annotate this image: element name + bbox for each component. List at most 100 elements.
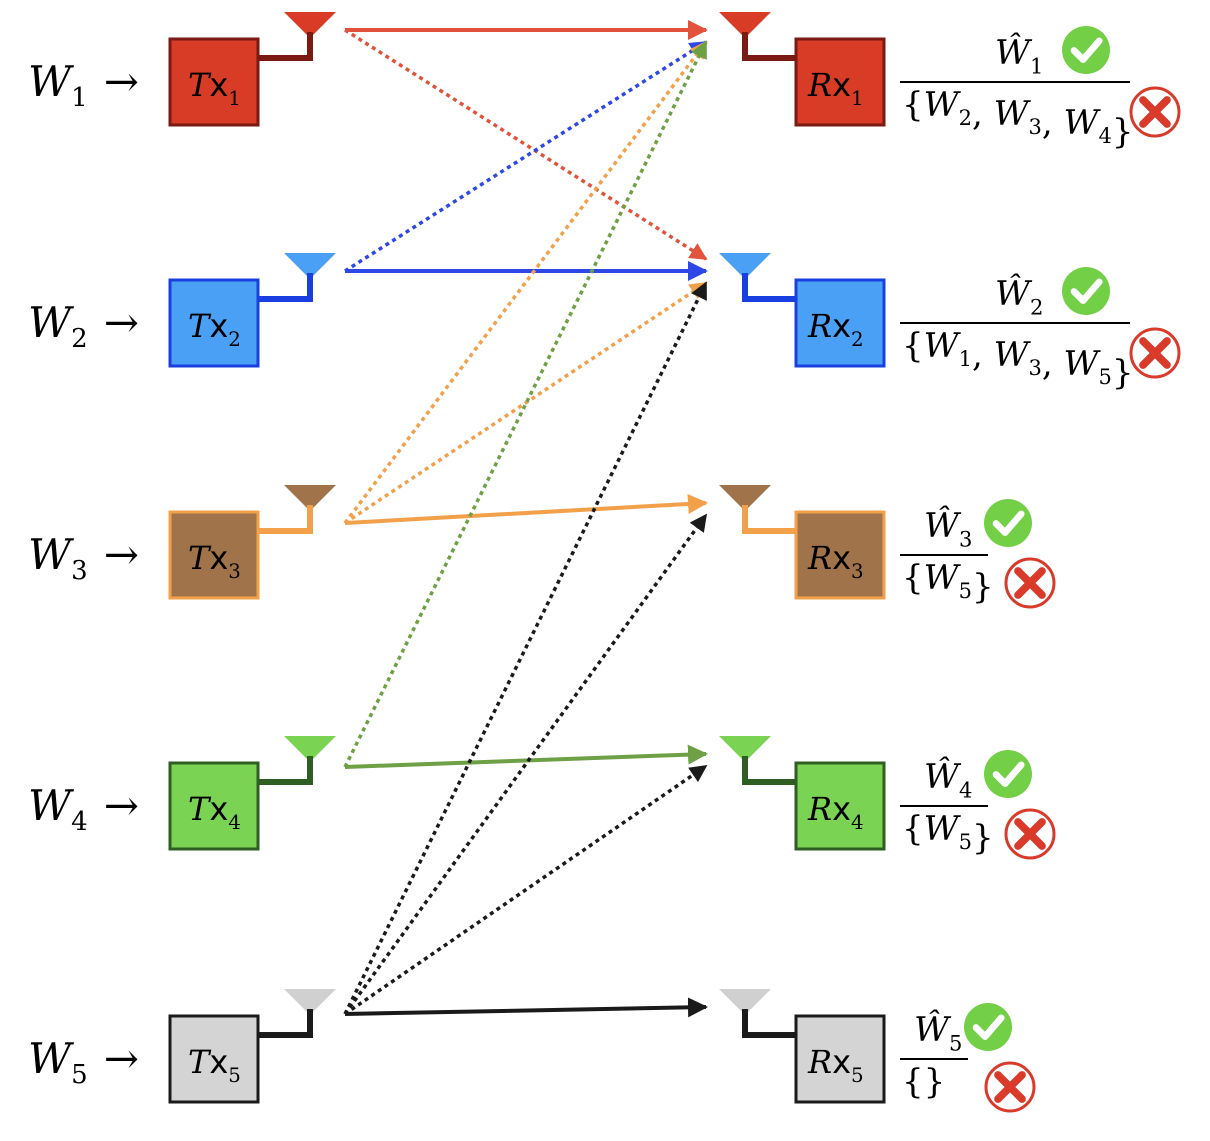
tx-label-4-base: T — [188, 790, 212, 828]
tx-antenna-3 — [258, 485, 336, 534]
decoded-label-5: Ŵ5 — [914, 1009, 962, 1056]
input-subscript: 1 — [71, 83, 88, 113]
rx-label-4-mid: x — [832, 790, 851, 828]
tx-label-4-mid: x — [209, 790, 228, 828]
set-close-brace: } — [924, 1062, 946, 1102]
rx-box-4 — [794, 761, 886, 851]
interference-set-5: {} — [902, 1062, 945, 1102]
tx-antenna-1 — [258, 12, 336, 61]
set-open-brace: { — [902, 85, 924, 125]
tx-antenna-5 — [258, 989, 336, 1038]
set-item-symbol: W — [924, 85, 962, 125]
antenna-icon — [284, 989, 336, 1015]
tx-box-2 — [168, 278, 260, 368]
tx-box-5 — [168, 1014, 260, 1104]
rx-label-1: Rx1 — [807, 66, 864, 110]
rx-label-1-sub: 1 — [851, 87, 864, 110]
link-tx3-rx2 — [344, 281, 708, 525]
decoded-label-4-base: Ŵ — [924, 756, 962, 797]
antenna-icon — [719, 12, 771, 38]
set-close-brace: } — [1112, 112, 1134, 152]
link-tx2-rx1 — [344, 40, 708, 273]
set-item-subscript: 2 — [959, 106, 972, 130]
rx-box-2 — [794, 278, 886, 368]
set-item-subscript: 3 — [1029, 115, 1042, 139]
right-arrow-icon: → — [104, 298, 139, 347]
tx-antenna-4-feed — [258, 756, 313, 785]
input-label-3: W3→ — [28, 530, 139, 586]
tx-label-5: Tx5 — [188, 1043, 241, 1087]
link-tx3-rx3 — [344, 494, 708, 525]
right-arrow-icon: → — [104, 1034, 139, 1083]
link-tx5-rx4 — [344, 764, 708, 1016]
tx-antenna-1-feed — [258, 32, 313, 61]
tx-label-3-sub: 3 — [228, 560, 241, 583]
antenna-icon — [284, 12, 336, 38]
input-subscript: 5 — [71, 1060, 88, 1090]
link-tx4-rx4 — [344, 744, 708, 769]
tx-label-3: Tx3 — [188, 539, 241, 583]
set-separator: , — [1042, 103, 1064, 143]
set-item-subscript: 5 — [959, 830, 972, 854]
tx-box-4 — [168, 761, 260, 851]
decoded-label-3: Ŵ3 — [924, 505, 972, 552]
rx-label-5: Rx5 — [807, 1043, 864, 1087]
antenna-icon — [284, 253, 336, 279]
rx-antenna-2-feed — [742, 273, 796, 302]
set-item-symbol: W — [924, 558, 962, 598]
set-open-brace: { — [902, 326, 924, 366]
cross-circle-icon — [984, 1061, 1036, 1113]
link-tx3-rx1 — [343, 40, 708, 525]
rx-antenna-2 — [719, 253, 796, 302]
interference-set-2: {W1, W3, W5} — [902, 326, 1134, 393]
set-item-subscript: 3 — [1029, 356, 1042, 380]
cross-circle-icon — [1129, 86, 1181, 138]
set-open-brace: { — [902, 1062, 924, 1102]
tx-label-1-mid: x — [209, 66, 228, 104]
decoded-label-1-sub: 1 — [1030, 54, 1043, 79]
decoded-label-5-base: Ŵ — [914, 1009, 952, 1050]
tx-label-1-base: T — [188, 66, 212, 104]
tx-label-5-mid: x — [209, 1043, 228, 1081]
right-arrow-icon: → — [104, 781, 139, 830]
rx-antenna-4-feed — [742, 756, 796, 785]
link-tx4-rx1 — [343, 40, 708, 768]
tx-label-1-sub: 1 — [228, 87, 241, 110]
link-tx5-rx3 — [343, 513, 708, 1016]
input-symbol: W — [28, 57, 75, 106]
cross-circle-icon — [1004, 808, 1056, 860]
set-item-symbol: W — [994, 94, 1032, 134]
tx-label-5-base: T — [188, 1043, 212, 1081]
rx-antenna-1 — [719, 12, 796, 61]
rx-box-5 — [794, 1014, 886, 1104]
input-symbol: W — [28, 1034, 75, 1083]
tx-label-5-sub: 5 — [228, 1064, 241, 1087]
input-label-5: W5 → — [28, 1034, 139, 1090]
tx-antenna-2 — [258, 253, 336, 302]
rx-label-5-sub: 5 — [851, 1064, 864, 1087]
rx-label-2-sub: 2 — [851, 328, 864, 351]
link-tx5-rx5 — [344, 997, 708, 1018]
input-subscript: 2 — [71, 324, 88, 354]
set-item-symbol: W — [1064, 344, 1102, 384]
check-circle-icon — [1062, 26, 1110, 74]
decoded-label-4-sub: 4 — [959, 778, 972, 803]
antenna-icon — [284, 736, 336, 762]
decoded-label-1: Ŵ1 — [995, 32, 1043, 79]
tx-label-2-mid: x — [209, 307, 228, 345]
check-circle-icon — [1062, 267, 1110, 315]
antenna-icon — [284, 485, 336, 511]
rx-antenna-1-feed — [742, 32, 796, 61]
rx-antenna-3-feed — [742, 505, 796, 534]
links-layer — [343, 20, 708, 1018]
decoded-label-1-base: Ŵ — [995, 32, 1033, 73]
antenna-icon — [719, 989, 771, 1015]
interference-set-1: {W2, W3, W4} — [902, 85, 1134, 152]
set-separator: , — [1042, 344, 1064, 384]
input-symbol: W — [28, 781, 75, 830]
